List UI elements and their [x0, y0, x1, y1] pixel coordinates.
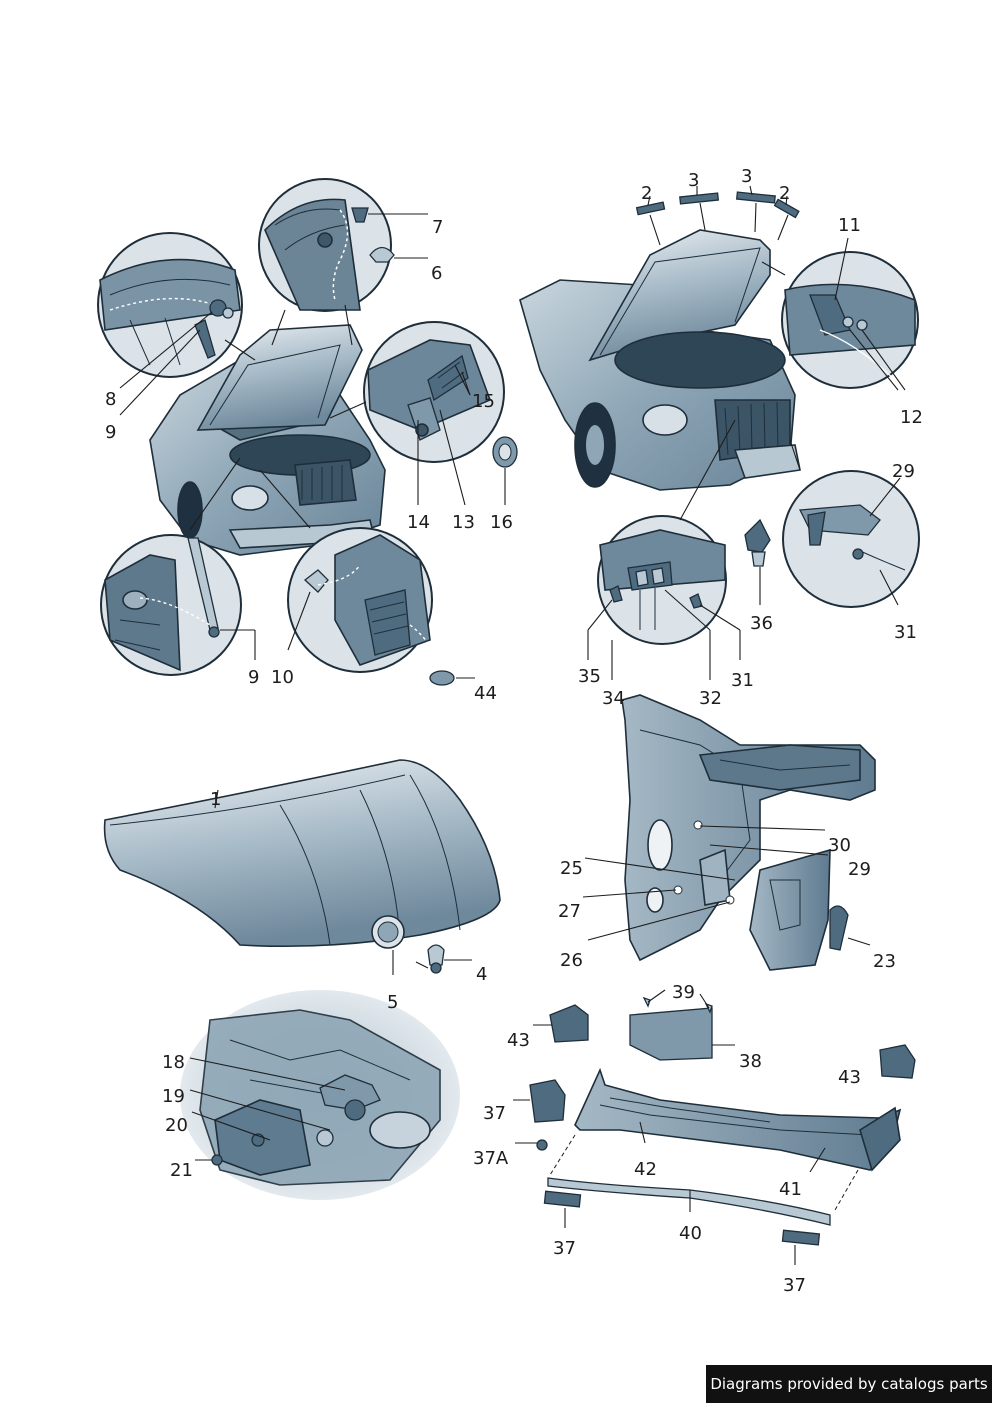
label-7: 7 [432, 217, 443, 238]
label-20: 20 [165, 1115, 188, 1136]
label-6: 6 [431, 263, 442, 284]
label-35: 35 [578, 666, 601, 687]
label-38: 38 [739, 1051, 762, 1072]
label-39: 39 [672, 982, 695, 1003]
label-43: 43 [507, 1030, 530, 1051]
hood-seal-strips [635, 185, 800, 246]
engine-bay-bumper-detail [180, 990, 460, 1200]
side-panel-assembly [582, 694, 876, 971]
label-40: 40 [679, 1223, 702, 1244]
label-9: 9 [105, 422, 116, 443]
detail-circle-lock-bracket [259, 469, 475, 686]
label-36: 36 [750, 613, 773, 634]
detail-circle-hood-seal [258, 178, 428, 346]
label-31: 31 [894, 622, 917, 643]
watermark-banner: Diagrams provided by catalogs parts [706, 1365, 992, 1403]
label-3: 3 [688, 170, 699, 191]
part-36-hood-bumper [744, 518, 771, 605]
part-16-clip [492, 436, 518, 505]
label-32: 32 [699, 688, 722, 709]
label-25: 25 [560, 858, 583, 879]
label-1: 1 [210, 789, 221, 810]
label-8: 8 [105, 389, 116, 410]
label-19: 19 [162, 1086, 185, 1107]
label-2: 2 [641, 183, 652, 204]
label-44: 44 [474, 683, 497, 704]
label-27: 27 [558, 901, 581, 922]
label-21: 21 [170, 1160, 193, 1181]
label-2: 2 [779, 183, 790, 204]
detail-circle-hood-lock [329, 321, 505, 506]
label-4: 4 [476, 964, 487, 985]
detail-circle-lock-support [587, 419, 741, 680]
plenum-cowl-assembly [513, 989, 916, 1265]
label-15: 15 [472, 391, 495, 412]
part-1-hood-panel [103, 759, 501, 975]
callout-labels: 1 2 2 3 3 4 5 6 7 8 9 9 10 11 12 13 14 1… [105, 166, 923, 1296]
label-23: 23 [873, 951, 896, 972]
label-11: 11 [838, 215, 861, 236]
label-43: 43 [838, 1067, 861, 1088]
label-3: 3 [741, 166, 752, 187]
label-5: 5 [387, 992, 398, 1013]
detail-circle-hood-hinge [97, 232, 256, 416]
label-14: 14 [407, 512, 430, 533]
label-13: 13 [452, 512, 475, 533]
label-30: 30 [828, 835, 851, 856]
label-16: 16 [490, 512, 513, 533]
label-42: 42 [634, 1159, 657, 1180]
label-12: 12 [900, 407, 923, 428]
label-29: 29 [848, 859, 871, 880]
label-26: 26 [560, 950, 583, 971]
label-18: 18 [162, 1052, 185, 1073]
label-9: 9 [248, 667, 259, 688]
label-37: 37 [553, 1238, 576, 1259]
detail-circle-washer-hose [782, 439, 920, 608]
label-31: 31 [731, 670, 754, 691]
label-37A: 37A [473, 1148, 509, 1169]
detail-circle-hood-bumpers [761, 237, 919, 391]
detail-circle-gas-strut [100, 457, 256, 676]
label-37: 37 [783, 1275, 806, 1296]
label-41: 41 [779, 1179, 802, 1200]
car-open-hood-right [519, 229, 801, 491]
label-37: 37 [483, 1103, 506, 1124]
label-34: 34 [602, 688, 625, 709]
label-10: 10 [271, 667, 294, 688]
label-29: 29 [892, 461, 915, 482]
part-4-hood-lock-eye [415, 944, 472, 974]
